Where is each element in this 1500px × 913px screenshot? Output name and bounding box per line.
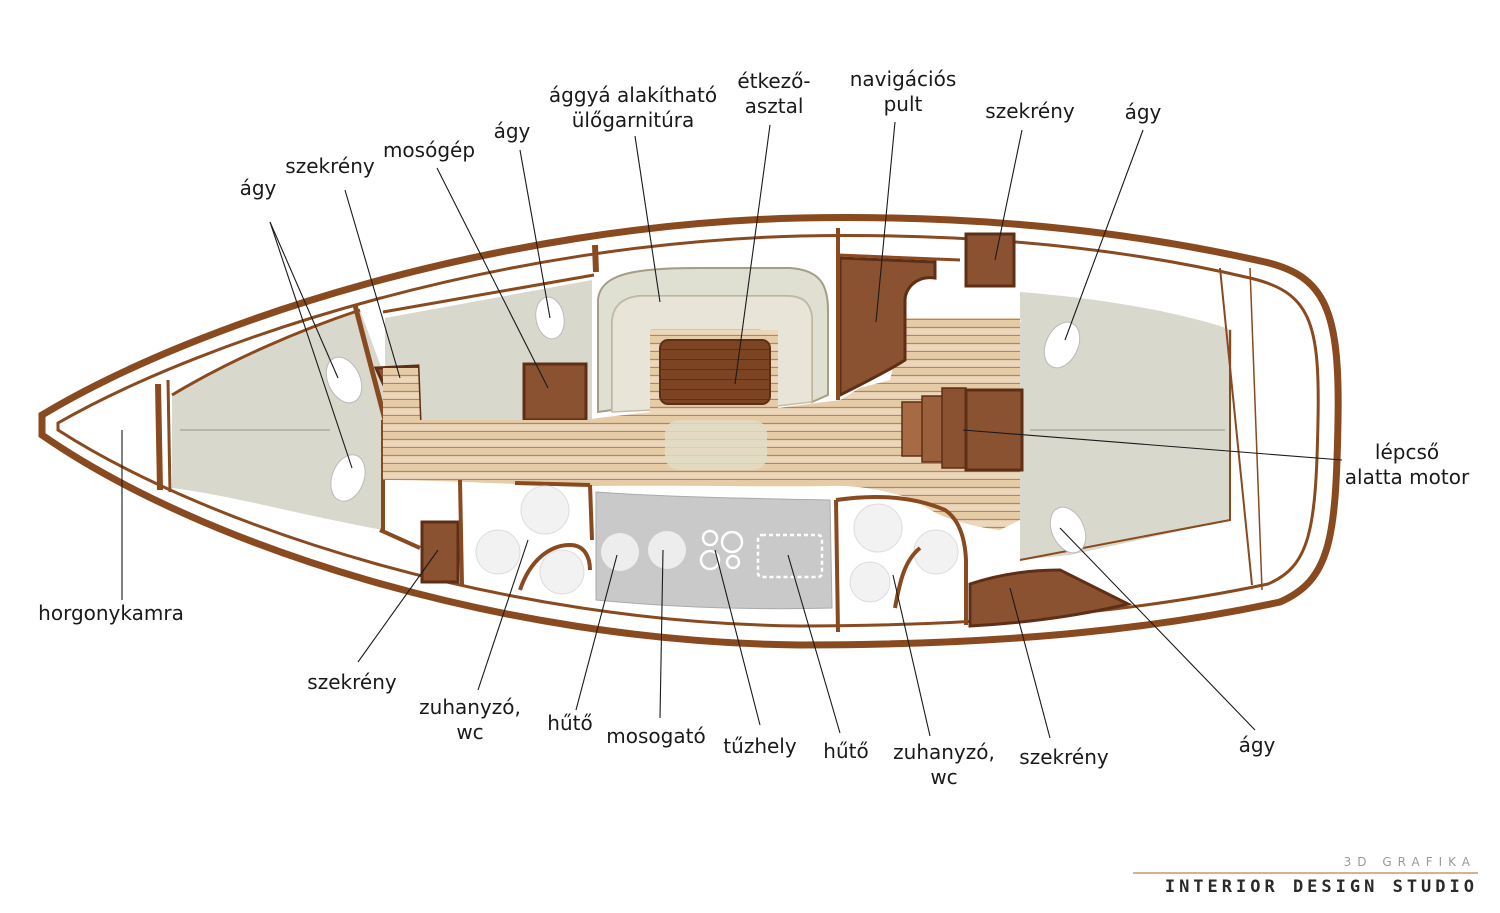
label-mosogato: mosogató	[606, 724, 705, 748]
label-zuhanyzo-aft-1: zuhanyzó,	[893, 740, 995, 764]
label-szekreny-aft-top: szekrény	[985, 99, 1075, 123]
label-zuhanyzo-front-1: zuhanyzó,	[419, 695, 521, 719]
companionway-stairs	[901, 387, 1024, 472]
label-szekreny-front-bottom: szekrény	[307, 670, 397, 694]
pillow-icon	[1043, 321, 1081, 369]
label-agy-front: ágy	[240, 176, 277, 200]
wardrobe-aft-top	[964, 232, 1016, 288]
label-mosogep: mosógép	[383, 138, 475, 162]
label-ulogarnitura-1: ággyá alakítható	[549, 83, 717, 107]
pillow-icon	[1049, 506, 1087, 554]
label-navigacios-2: pult	[884, 92, 923, 116]
label-lepcso-1: lépcső	[1375, 440, 1439, 464]
fridge-icon	[601, 533, 639, 571]
sink-icon	[648, 531, 686, 569]
wardrobe-front-bottom	[420, 479, 464, 586]
label-tuzhely: tűzhely	[723, 734, 797, 758]
label-navigacios-1: navigációs	[850, 67, 956, 91]
labels: horgonykamra ágy szekrény mosógép ágy ág…	[38, 67, 1470, 789]
label-agy-aft-top: ágy	[1125, 100, 1162, 124]
label-etkezo-1: étkező-	[737, 69, 810, 93]
label-agy-aft-bottom: ágy	[1239, 733, 1276, 757]
label-szekreny-aft-bottom: szekrény	[1019, 745, 1109, 769]
dining-table-leaf	[665, 420, 767, 470]
label-zuhanyzo-front-2: wc	[456, 720, 483, 744]
label-szekreny-front-top: szekrény	[285, 154, 375, 178]
label-lepcso-2: alatta motor	[1345, 465, 1470, 489]
wardrobe-aft-bottom	[968, 568, 1133, 628]
aft-head	[834, 495, 968, 633]
label-huto-2: hűtő	[823, 739, 868, 763]
stove-icon	[699, 529, 744, 571]
label-etkezo-2: asztal	[745, 94, 804, 118]
forward-head	[475, 481, 594, 595]
label-ulogarnitura-2: ülőgarnitúra	[572, 108, 695, 132]
logo-main-text: INTERIOR DESIGN STUDIO	[1165, 877, 1478, 897]
label-huto-1: hűtő	[547, 711, 592, 735]
forward-berth	[171, 308, 383, 530]
leader-lines	[121, 121, 1343, 739]
logo-top-text: 3D GRAFIKA	[1344, 855, 1476, 869]
galley-counter	[595, 491, 833, 610]
dining-table	[659, 339, 771, 405]
studio-logo: 3D GRAFIKA INTERIOR DESIGN STUDIO	[1133, 855, 1478, 897]
fridge-2-icon	[756, 533, 824, 579]
label-zuhanyzo-aft-2: wc	[930, 765, 957, 789]
anchor-locker	[155, 379, 172, 493]
aft-berth	[966, 267, 1263, 591]
label-horgonykamra: horgonykamra	[38, 601, 184, 625]
label-agy-top-mid: ágy	[494, 119, 531, 143]
pillow-icon	[325, 356, 363, 404]
navigation-station	[836, 228, 961, 400]
pillow-icon	[330, 454, 366, 502]
washing-machine	[522, 362, 588, 422]
